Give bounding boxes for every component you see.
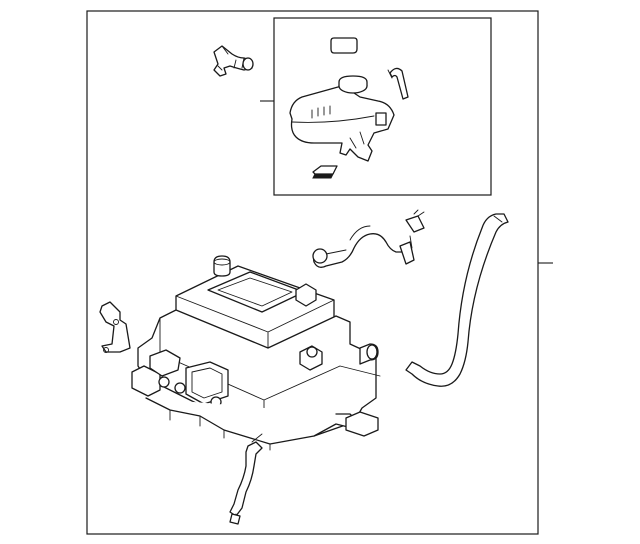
coolant-hose-icon (405, 213, 509, 387)
inverter-icon (131, 255, 381, 451)
bracket-icon (99, 301, 131, 353)
tank-icon (289, 75, 395, 162)
inset-box-icon (273, 17, 492, 196)
outer-frame (86, 10, 539, 535)
cap-icon (330, 37, 358, 54)
harness-icon (312, 209, 425, 268)
hose-elbow-icon (213, 45, 254, 77)
pad-icon (312, 165, 338, 179)
reservoir-kit-box (260, 17, 492, 196)
cable-icon (229, 433, 263, 525)
small-hose-icon (387, 67, 409, 100)
